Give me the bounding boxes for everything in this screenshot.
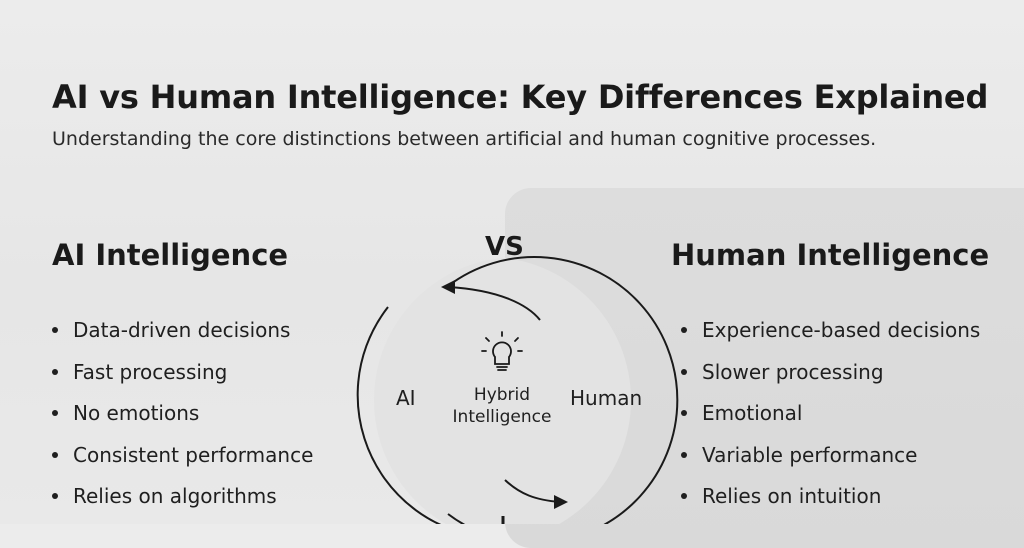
list-item: Emotional xyxy=(681,399,980,441)
list-item: Slower processing xyxy=(681,358,980,400)
human-circle xyxy=(447,256,679,524)
list-item: Experience-based decisions xyxy=(681,316,980,358)
list-item: Variable performance xyxy=(681,441,980,483)
list-item: Relies on intuition xyxy=(681,482,980,524)
list-item: Relies on algorithms xyxy=(52,482,313,524)
ai-circle xyxy=(356,306,442,524)
hybrid-intelligence-label: Hybrid Intelligence xyxy=(440,384,564,428)
lightbulb-icon xyxy=(481,331,523,371)
hybrid-label-line1: Hybrid xyxy=(473,385,531,405)
venn-label-human: Human xyxy=(570,386,643,410)
list-item: Fast processing xyxy=(52,358,313,400)
arrow-left-icon xyxy=(441,280,455,294)
page-title: AI vs Human Intelligence: Key Difference… xyxy=(52,78,989,116)
overlap-region xyxy=(374,257,631,524)
hybrid-label-line2: Intelligence xyxy=(452,407,552,427)
list-item: Data-driven decisions xyxy=(52,316,313,358)
human-column-heading: Human Intelligence xyxy=(671,238,990,272)
ai-traits-list: Data-driven decisions Fast processing No… xyxy=(52,316,313,524)
page-subtitle: Understanding the core distinctions betw… xyxy=(52,128,877,150)
venn-diagram xyxy=(356,256,679,524)
list-item: No emotions xyxy=(52,399,313,441)
ai-column-heading: AI Intelligence xyxy=(52,238,289,272)
arrow-right-icon xyxy=(554,495,568,509)
human-traits-list: Experience-based decisions Slower proces… xyxy=(681,316,980,524)
venn-label-ai: AI xyxy=(396,386,416,410)
arrow-curve-top xyxy=(447,286,541,321)
list-item: Consistent performance xyxy=(52,441,313,483)
